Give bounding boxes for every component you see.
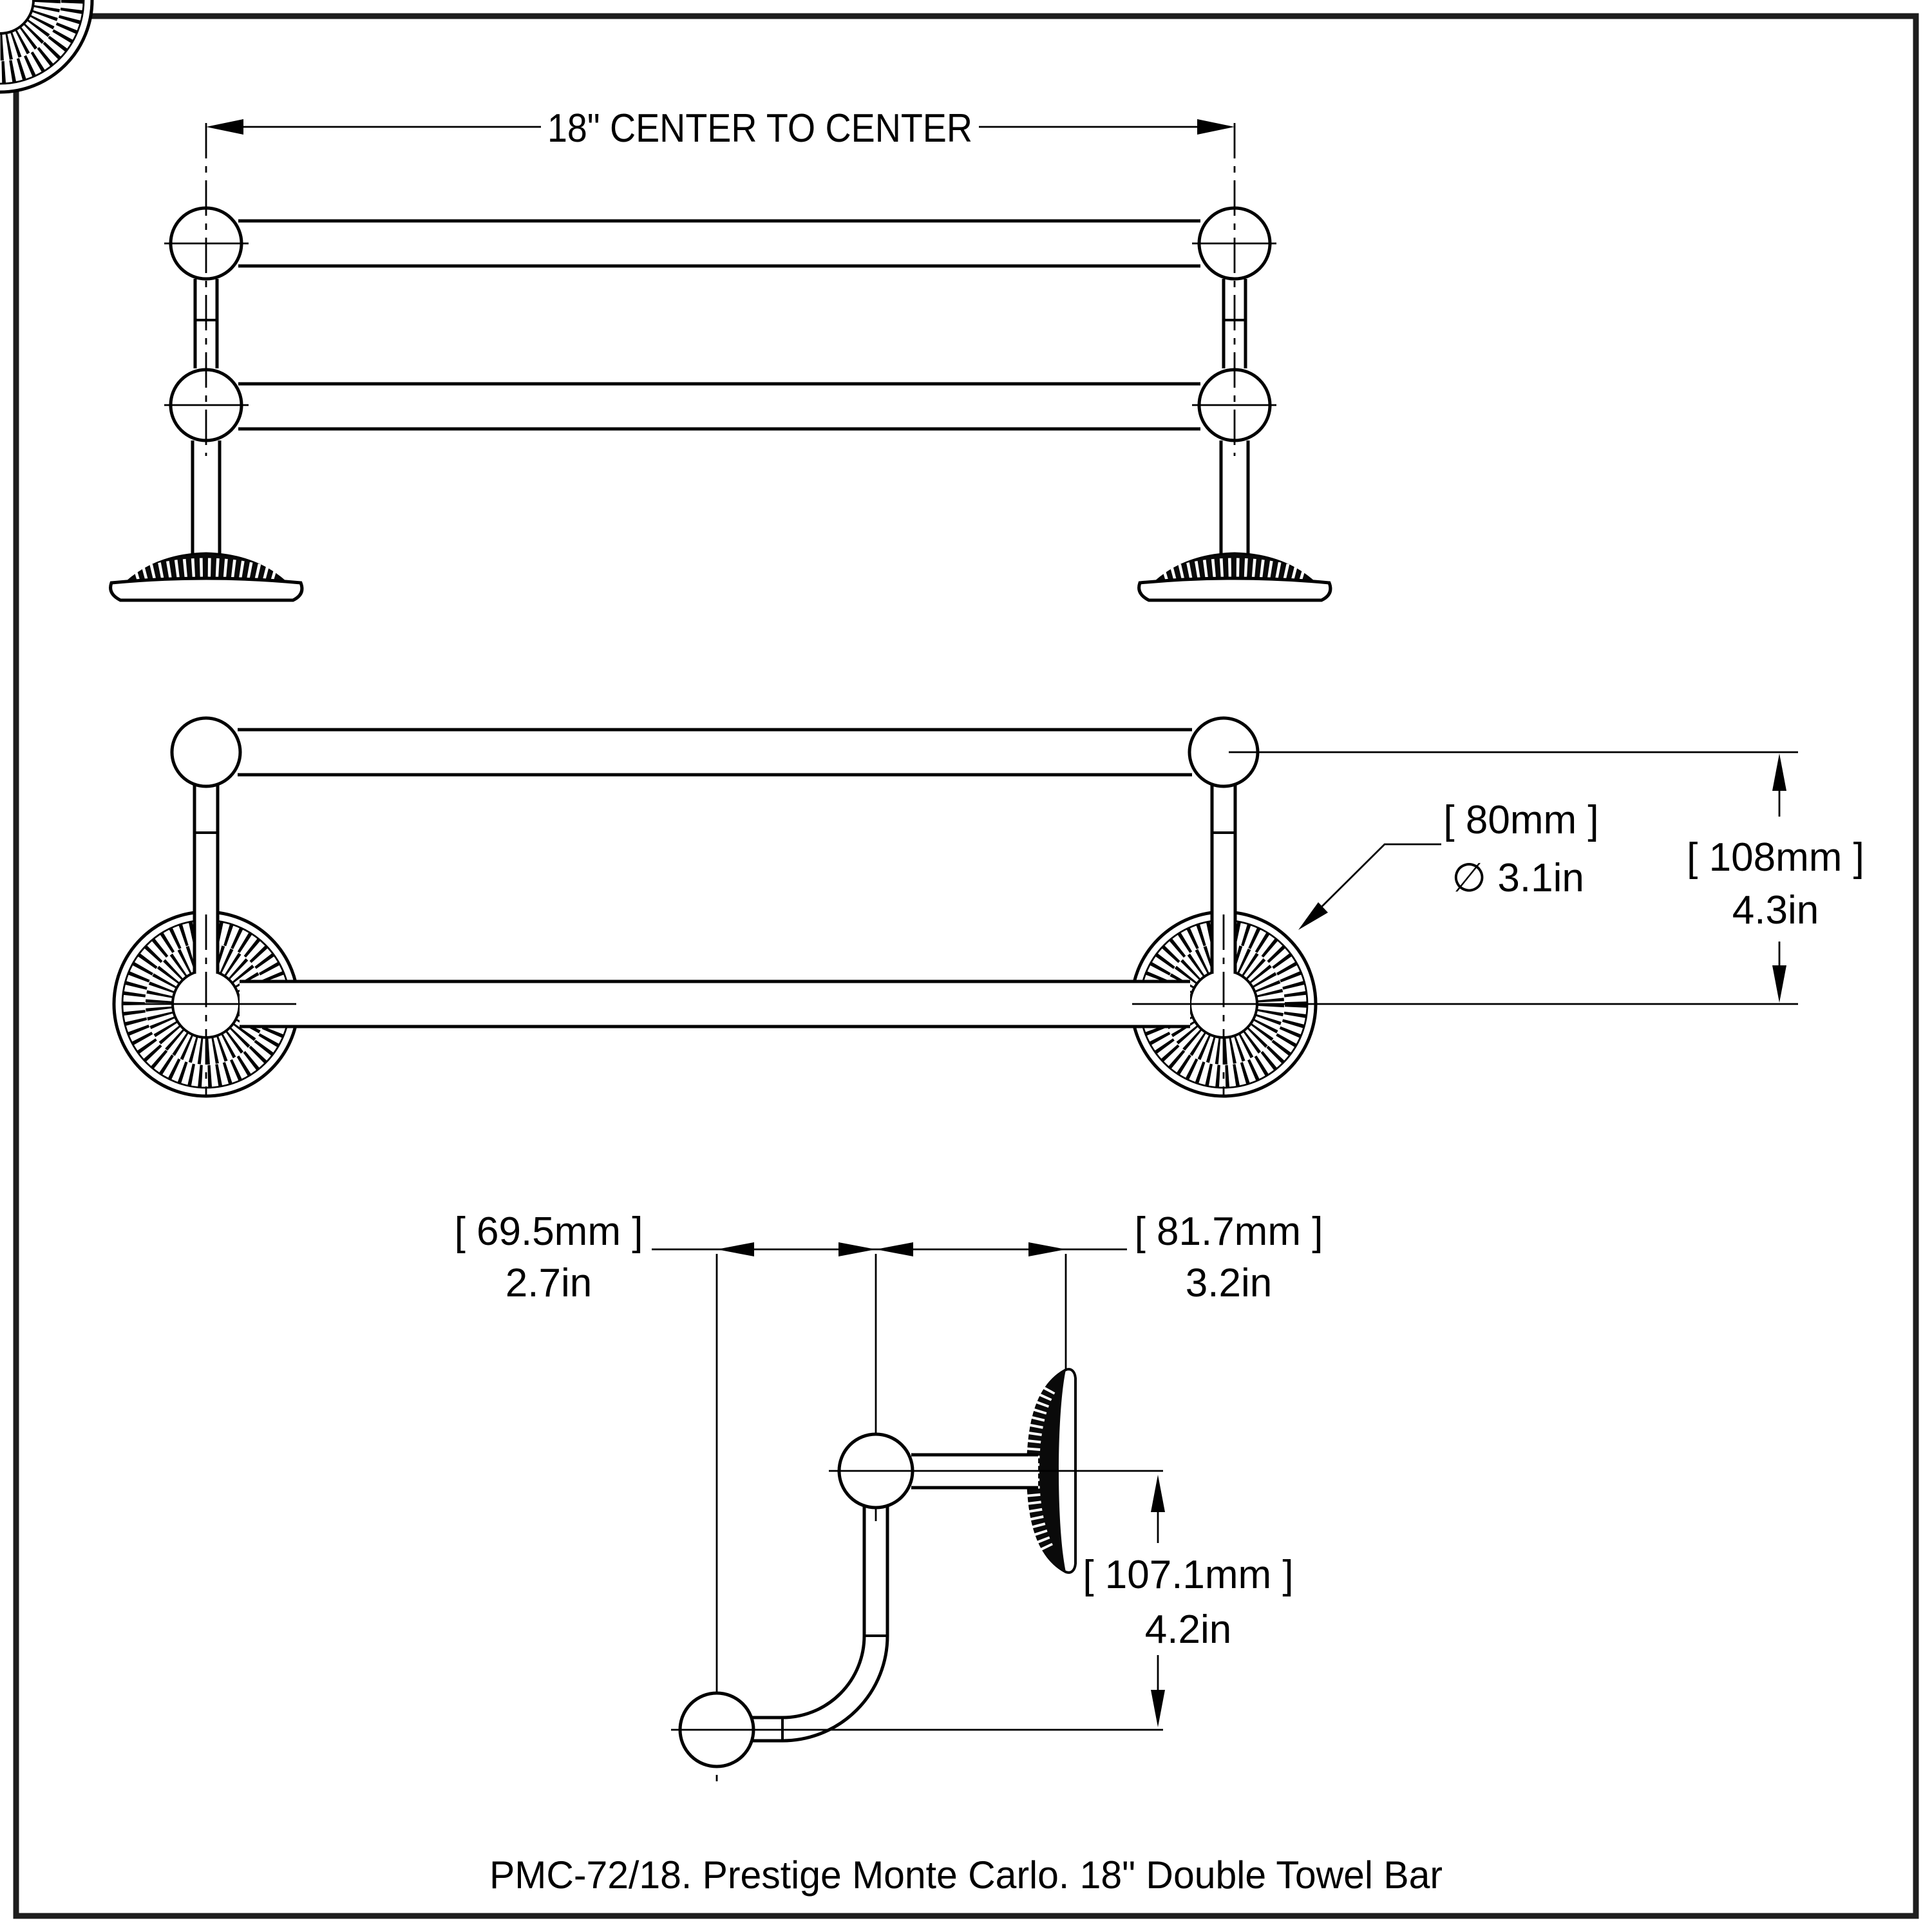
dimension-3-1in-label: ∅ 3.1in bbox=[1452, 856, 1584, 900]
dimension-69-5mm-label: [ 69.5mm ] bbox=[455, 1209, 643, 1254]
side-view-post-elbow bbox=[752, 1506, 889, 1743]
arrowhead-leader bbox=[1298, 902, 1328, 930]
dimension-4-2in-label: 4.2in bbox=[1145, 1607, 1231, 1652]
drawing-border bbox=[13, 13, 1919, 1919]
dimension-107-1mm-label: [ 107.1mm ] bbox=[1083, 1553, 1293, 1597]
front-view-dimension-80mm: [ 80mm ] ∅ 3.1in bbox=[1298, 798, 1599, 930]
dimension-80mm-label: [ 80mm ] bbox=[1443, 798, 1598, 842]
front-view-dimension-108mm: [ 108mm ] 4.3in bbox=[1687, 753, 1864, 1003]
side-view: [ 69.5mm ] 2.7in [ 81.7mm ] 3.2in bbox=[455, 1209, 1323, 1783]
arrowhead-down bbox=[1772, 965, 1786, 1003]
dimension-4-3in-label: 4.3in bbox=[1732, 888, 1819, 933]
arrowhead-up bbox=[1772, 753, 1786, 791]
dimension-108mm-label: [ 108mm ] bbox=[1687, 835, 1864, 880]
front-lower-bar bbox=[240, 981, 1190, 1027]
front-view: [ 108mm ] 4.3in [ 80mm ] ∅ 3.1in bbox=[0, 0, 1864, 1096]
dimension-81-7mm-label: [ 81.7mm ] bbox=[1135, 1209, 1323, 1254]
arrowhead-down bbox=[1151, 1690, 1165, 1727]
arrowhead-left bbox=[206, 119, 243, 135]
arrowhead-right bbox=[1197, 119, 1235, 135]
top-view: 18" CENTER TO CENTER bbox=[109, 106, 1331, 602]
dimension-2-7in-label: 2.7in bbox=[506, 1261, 592, 1305]
front-view-left-post bbox=[193, 784, 220, 974]
center-to-center-label: 18" CENTER TO CENTER bbox=[547, 106, 972, 151]
drawing-caption: PMC-72/18. Prestige Monte Carlo. 18" Dou… bbox=[489, 1853, 1443, 1897]
side-view-horizontal-dimensions: [ 69.5mm ] 2.7in [ 81.7mm ] 3.2in bbox=[455, 1209, 1323, 1305]
top-view-base-rosette bbox=[109, 552, 304, 602]
dimension-3-2in-label: 3.2in bbox=[1186, 1261, 1272, 1305]
top-view-right-post bbox=[1219, 279, 1250, 562]
side-view-dimension-107mm: [ 107.1mm ] 4.2in bbox=[1083, 1475, 1294, 1727]
front-view-rosette bbox=[0, 0, 94, 94]
front-upper-bar bbox=[238, 730, 1192, 775]
top-view-dimension-18in: 18" CENTER TO CENTER bbox=[206, 106, 1235, 151]
arrowhead-up bbox=[1151, 1475, 1165, 1512]
front-view-knob bbox=[170, 716, 242, 788]
